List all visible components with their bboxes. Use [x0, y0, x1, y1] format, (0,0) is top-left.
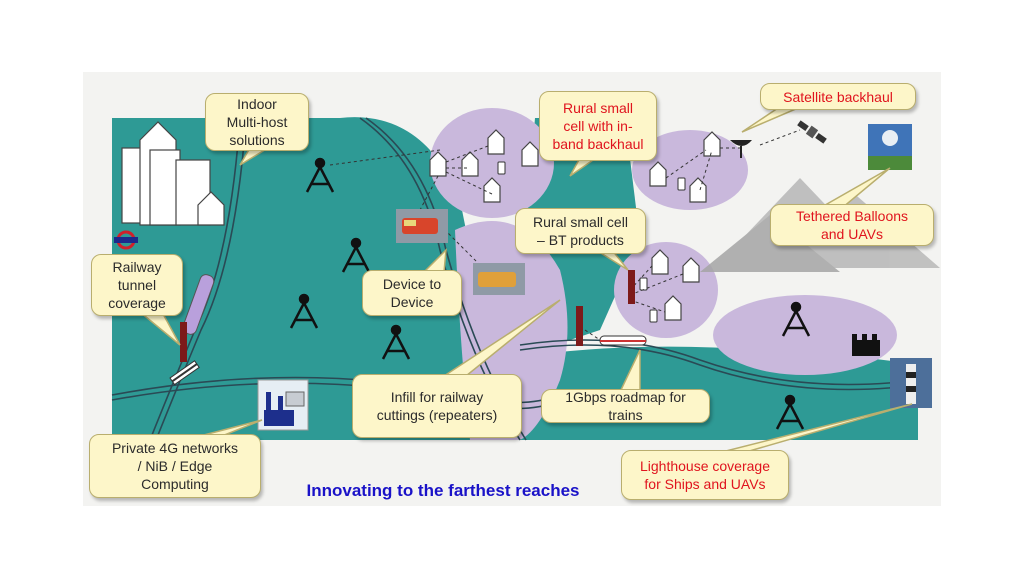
house-icon	[664, 295, 682, 321]
phones	[497, 161, 686, 323]
lavender-region-inband	[430, 108, 554, 218]
cell-tower-icon	[781, 301, 811, 337]
phone-icon	[639, 277, 648, 291]
cell-tower-icon	[289, 293, 319, 329]
callout-satellite: Satellite backhaul	[760, 83, 916, 110]
satellite-dish-icon	[730, 140, 752, 158]
small-cell-mast-icon	[576, 306, 583, 346]
small-cell-mast-icon	[628, 270, 635, 304]
cell-tower-icon	[305, 157, 335, 193]
phone-icon	[649, 309, 658, 323]
callout-rural-inband: Rural small cell with in- band backhaul	[539, 91, 657, 161]
lighthouse-photo	[890, 358, 932, 408]
city-buildings-icon	[121, 121, 225, 226]
wireless-links	[329, 129, 801, 341]
house-icon	[483, 177, 501, 203]
cell-tower-icon	[381, 324, 411, 360]
vehicle-photo	[396, 209, 448, 243]
callout-device-to-device: Device to Device	[362, 270, 462, 316]
house-icon	[521, 141, 539, 167]
house-icon	[487, 129, 505, 155]
callout-pointers	[137, 107, 913, 453]
factory-icon	[257, 379, 309, 431]
cell-tower-icon	[341, 237, 371, 273]
callout-rural-bt: Rural small cell – BT products	[515, 208, 646, 254]
underground-sign-icon	[114, 230, 138, 250]
house-icon	[682, 257, 700, 283]
house-icon	[651, 249, 669, 275]
vehicle-photo	[473, 263, 525, 295]
callout-infill-railway: Infill for railway cuttings (repeaters)	[352, 374, 522, 438]
houses	[429, 129, 721, 321]
callout-railway-tunnel: Railway tunnel coverage	[91, 254, 183, 316]
small-cell-mast-icon	[180, 322, 187, 362]
high-speed-train-icon	[599, 335, 647, 346]
cell-tower-icon	[775, 394, 805, 430]
callout-private-4g: Private 4G networks / NiB / Edge Computi…	[89, 434, 261, 498]
callout-lighthouse: Lighthouse coverage for Ships and UAVs	[621, 450, 789, 500]
phone-icon	[677, 177, 686, 191]
callout-1gbps-trains: 1Gbps roadmap for trains	[541, 389, 710, 423]
lavender-region-right	[713, 295, 897, 375]
small-cell-masts	[180, 270, 635, 362]
satellite-icon	[797, 120, 827, 144]
phone-icon	[497, 161, 506, 175]
cell-towers	[289, 157, 811, 430]
callout-indoor: Indoor Multi-host solutions	[205, 93, 309, 151]
train-icon	[169, 360, 200, 386]
tethered-balloon-photo	[868, 124, 912, 170]
tunnel-train-icon	[182, 274, 215, 335]
callout-tethered: Tethered Balloons and UAVs	[770, 204, 934, 246]
castle-icon	[852, 334, 880, 356]
diagram-caption: Innovating to the farthest reaches	[306, 481, 580, 500]
